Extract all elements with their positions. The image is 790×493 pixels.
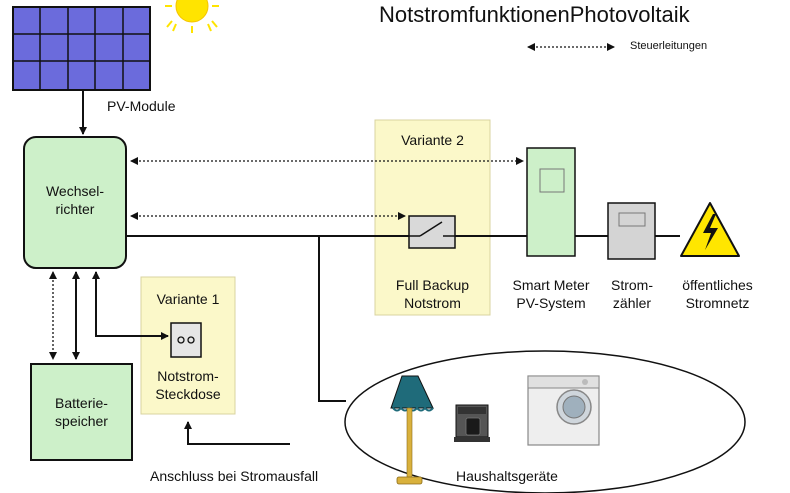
pv-modules-label: PV-Module xyxy=(107,98,176,114)
diagram-title: NotstromfunktionenPhotovoltaik xyxy=(379,2,690,27)
sun-icon xyxy=(165,0,219,33)
washing-machine-icon xyxy=(527,375,600,446)
socket-connection-arrow xyxy=(184,421,290,445)
battery-box xyxy=(30,363,133,461)
floor-lamp-icon xyxy=(390,375,434,485)
full-backup-label: Full Backup Notstrom xyxy=(395,277,470,311)
connection-note: Anschluss bei Stromausfall xyxy=(150,468,319,484)
household-label: Haushaltsgeräte xyxy=(456,468,558,484)
inverter-box xyxy=(23,136,127,269)
battery-label: Batterie- speicher xyxy=(55,395,108,429)
solar-panel-icon xyxy=(12,6,151,91)
electricity-meter-label: Strom- zähler xyxy=(611,277,653,311)
inverter-socket-line xyxy=(92,271,169,340)
variant-2-title: Variante 2 xyxy=(401,132,464,148)
coffee-machine-icon xyxy=(454,404,490,442)
high-voltage-icon xyxy=(680,202,740,257)
legend-label: Steuerleitungen xyxy=(630,40,708,52)
variant-1-title: Variante 1 xyxy=(156,291,220,307)
switch-icon xyxy=(408,215,456,249)
household-branch-line xyxy=(318,236,346,402)
emergency-socket-label: Notstrom- Steckdose xyxy=(155,368,221,402)
electricity-meter-icon xyxy=(607,202,656,260)
smart-meter-label: Smart Meter PV-System xyxy=(512,277,590,311)
inverter-label: Wechsel- richter xyxy=(45,183,105,217)
socket-icon xyxy=(170,322,202,358)
public-grid-label: öffentliches Stromnetz xyxy=(682,277,753,311)
smart-meter-icon xyxy=(526,147,576,257)
